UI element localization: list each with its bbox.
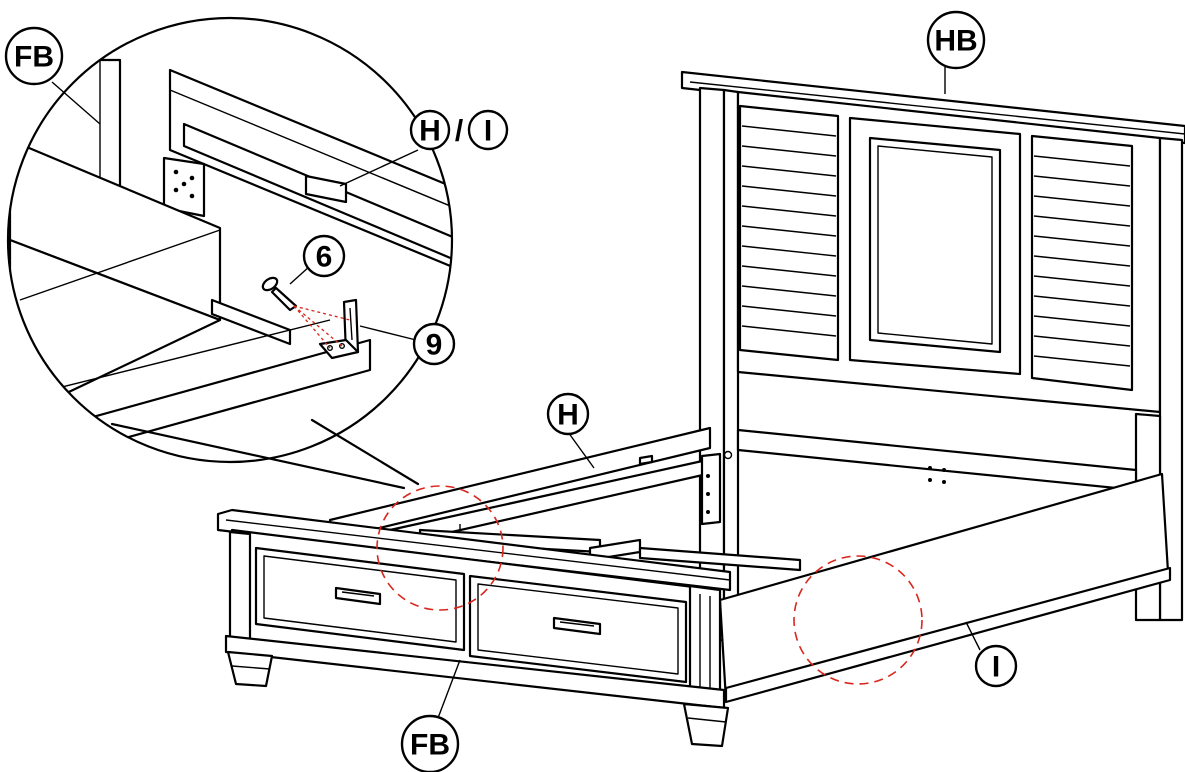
- callout-h: H: [546, 392, 595, 469]
- callout-fb-bottom: FB: [400, 659, 461, 772]
- highlight-circle-rail-joint: [793, 555, 923, 685]
- callout-hb: HB: [926, 10, 986, 94]
- highlight-circle-footboard-joint: [376, 485, 504, 611]
- zoom-detail: [6, 16, 454, 490]
- headboard: [680, 70, 1185, 642]
- callout-bracket-9: 9: [359, 322, 456, 366]
- svg-text:I: I: [992, 651, 1000, 684]
- svg-text:9: 9: [426, 329, 443, 362]
- svg-text:6: 6: [316, 241, 333, 274]
- svg-text:HB: HB: [934, 25, 977, 58]
- callout-h-i-separator: /: [455, 115, 464, 148]
- svg-text:FB: FB: [14, 41, 54, 74]
- center-support: [418, 524, 802, 572]
- callout-h-i-h: H: [409, 109, 451, 151]
- callout-h-i: H / I: [339, 109, 509, 187]
- svg-text:H: H: [419, 115, 441, 148]
- callout-i: I: [965, 621, 1018, 688]
- side-rail-h: [328, 426, 722, 548]
- callout-screw-6: 6: [289, 234, 346, 285]
- callout-h-i-i: I: [467, 109, 509, 151]
- callout-fb-top: FB: [4, 26, 101, 125]
- footboard: [216, 508, 732, 748]
- svg-text:H: H: [557, 399, 579, 432]
- svg-text:I: I: [484, 115, 492, 148]
- side-rail-i: [718, 472, 1172, 704]
- svg-text:FB: FB: [410, 729, 450, 762]
